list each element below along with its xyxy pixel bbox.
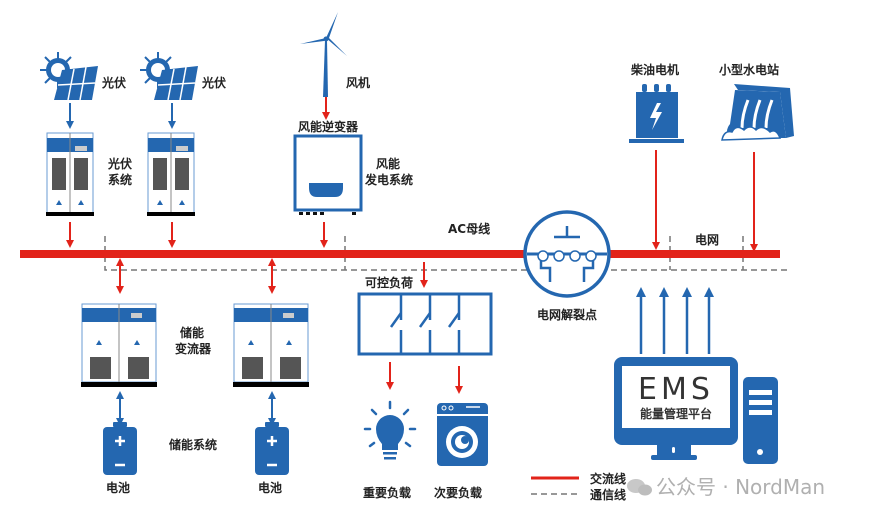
computer-tower-icon — [743, 377, 778, 464]
controllable-load-label: 可控负荷 — [365, 275, 413, 290]
legend-ac-label: 交流线 — [590, 471, 626, 486]
pv-label-1: 光伏 — [101, 75, 126, 90]
pv-system-label-line1: 光伏 — [107, 156, 132, 171]
wind-system-label-line2: 发电系统 — [364, 172, 413, 187]
grid-ac-line — [610, 250, 780, 258]
battery-label-1: 电池 — [106, 480, 130, 495]
ac-bus-line — [20, 250, 525, 258]
battery-label-2: 电池 — [258, 480, 282, 495]
pv-inverter-cabinet-1 — [46, 132, 94, 216]
ems-comm-arrows — [636, 287, 714, 354]
pv-inverter-cabinet-2 — [147, 132, 195, 216]
ems-monitor-icon — [614, 357, 738, 460]
wind-turbine-label: 风机 — [346, 75, 370, 90]
storage-converter-cabinet-2 — [233, 303, 309, 387]
storage-system-label: 储能系统 — [169, 437, 217, 452]
secondary-load-label: 次要负载 — [434, 485, 482, 500]
pv-label-2: 光伏 — [201, 75, 226, 90]
hydro-label: 小型水电站 — [719, 62, 779, 77]
watermark-text: 公众号 · NordMan — [656, 475, 825, 499]
wind-inverter-box — [293, 134, 363, 215]
pv-panel-1 — [40, 52, 98, 101]
controllable-load-switchboard — [357, 292, 493, 356]
wind-system-label-line1: 风能 — [376, 156, 400, 171]
grid-disconnect-switch — [523, 210, 611, 298]
washing-machine-icon — [437, 403, 488, 466]
solar-panel-icon — [54, 66, 98, 101]
storage-converter-label-line1: 储能 — [180, 325, 204, 340]
ems-title: EMS — [638, 372, 714, 407]
legend: 交流线 通信线 — [531, 471, 626, 502]
storage-converter-label-line2: 变流器 — [175, 341, 212, 356]
diesel-label: 柴油电机 — [630, 62, 679, 77]
wechat-icon — [627, 479, 652, 496]
battery-icon-1 — [103, 422, 137, 475]
wind-inverter-label: 风能逆变器 — [298, 119, 359, 134]
light-bulb-icon — [363, 400, 417, 460]
pv-system-label-line2: 系统 — [108, 172, 132, 187]
battery-icon-2 — [255, 422, 289, 475]
grid-label: 电网 — [695, 232, 719, 247]
hydro-station-icon — [721, 84, 794, 141]
legend-comm-label: 通信线 — [590, 487, 626, 502]
diesel-generator-icon — [629, 84, 684, 143]
critical-load-label: 重要负载 — [363, 485, 411, 500]
solar-panel-icon — [154, 66, 198, 101]
wind-turbine-icon — [300, 12, 347, 97]
storage-converter-cabinet-1 — [81, 303, 157, 387]
grid-disconnect-label: 电网解裂点 — [537, 307, 597, 322]
ems-subtitle: 能量管理平台 — [640, 406, 712, 421]
ac-bus-label: AC母线 — [448, 221, 490, 236]
pv-panel-2 — [140, 52, 198, 101]
